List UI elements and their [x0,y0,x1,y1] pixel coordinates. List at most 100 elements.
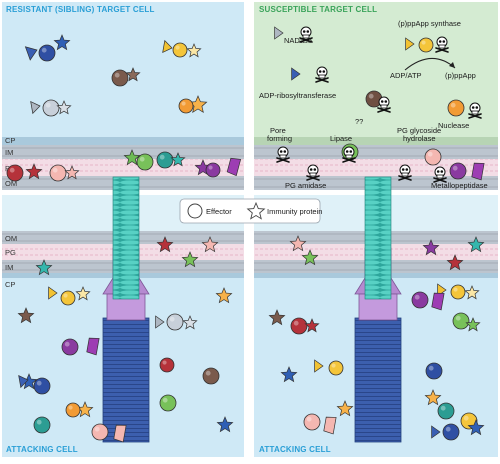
membrane-label-im-bottom: IM [5,263,13,272]
nadase-label: NADase [284,36,312,45]
effector-ball [136,153,154,171]
effector-ball [111,69,129,87]
effector-ball [33,377,51,395]
immunity-star [467,419,485,436]
immunity-star [170,152,186,167]
effector-ball-shine [36,380,42,386]
effector-ball-shine [36,419,42,425]
ppapp-synthase-skull-icon [435,36,449,53]
adp-ribosyl-skull-icon [315,66,329,83]
immunity-star [35,259,53,276]
nuclease-skull-icon [468,102,482,119]
effector-ball-shine [63,293,68,298]
immunity-star [465,317,481,332]
effector-ball-shine [175,45,180,50]
immunity-star [25,163,43,180]
effector-ball [202,367,220,385]
attacking-cell-left-title: ATTACKING CELL [6,445,78,454]
effector-ball [290,317,308,335]
immunity-star [280,366,298,383]
effector-ball-shine [52,167,58,173]
immunity-star [201,236,219,253]
effector-ball [450,284,466,300]
nuclease-ball-shine [450,102,456,108]
effector-cone-icon [48,286,58,300]
unknown-effector-ball-shine [368,93,374,99]
immunity-star [304,318,320,333]
effector-cup-icon [323,416,337,435]
immunity-star [181,251,199,268]
effector-ball [166,313,184,331]
effector-ball [159,357,175,373]
effector-ball-shine [94,426,100,432]
susceptible-cell-title: SUSCEPTIBLE TARGET CELL [259,5,377,14]
resistant-cell-cytoplasm [2,2,244,137]
nuclease-ball [447,99,465,117]
effector-ball [205,162,221,178]
ppapp-synthase-cone-icon [405,37,415,51]
effector-ball [303,413,321,431]
pore-forming-skull-icon [276,146,290,163]
metallopeptidase-cup-icon [471,162,485,181]
effector-ball [60,290,76,306]
effector-ball-shine [208,165,213,170]
effector-cone-icon [162,39,173,54]
effector-ball-shine [306,416,312,422]
immunity-star [289,235,307,252]
immunity-star [64,165,80,180]
effector-ball [452,312,470,330]
immunity-star [216,416,234,433]
effector-ball-shine [159,154,165,160]
pg-glycoside-label-2: hydrolase [403,134,436,143]
effector-ball [178,98,194,114]
lipase-label: Lipase [330,134,352,143]
membrane-label-pg-bottom: PG [5,248,16,257]
effector-cone-icon [431,425,441,439]
membrane-label-om-top: OM [5,179,17,188]
ppapp-label: (p)ppApp [445,71,476,80]
immunity-star [464,285,480,300]
effector-ball [42,99,60,117]
effector-ball [425,362,443,380]
metallopeptidase-ball [449,162,467,180]
lipase-skull-icon [342,146,356,163]
effector-ball [38,44,56,62]
effector-cone-icon [30,100,41,115]
nadase-skull-icon [299,26,313,43]
effector-ball-shine [331,363,336,368]
effector-ball [33,416,51,434]
nadase-cone-icon [274,26,284,40]
unknown-effector-label: ?? [355,117,363,126]
pg-glycoside-label-1: PG glycoside [397,126,441,135]
immunity-star [125,67,141,82]
effector-ball-shine [428,365,434,371]
unknown-skull-icon [377,96,391,113]
pore-forming-label-1: Pore [270,126,286,135]
effector-ball-shine [169,316,175,322]
immunity-star [301,249,319,266]
immunity-star [75,286,91,301]
immunity-star [446,254,464,271]
membrane-label-om-bottom: OM [5,234,17,243]
pore-forming-label-2: forming [267,134,292,143]
effector-cone-icon [155,315,165,329]
effector-ball-shine [455,315,461,321]
immunity-star [156,236,174,253]
immunity-star [422,239,440,256]
effector-cone-icon [314,359,324,373]
metallopeptidase-ball-shine [452,165,458,171]
effector-cup-icon [226,157,242,177]
adp-atp-label: ADP/ATP [390,71,422,80]
immunity-star [186,43,202,58]
effector-ball-shine [453,287,458,292]
immunity-star [215,287,233,304]
effector-ball-shine [114,72,120,78]
effector-ball [442,423,460,441]
immunity-star [53,34,71,51]
pg-glycoside-ball-shine [427,151,433,157]
ppapp-synthase-label: (p)ppApp synthase [398,19,461,28]
effector-ball-shine [181,101,186,106]
effector-ball-shine [68,405,73,410]
